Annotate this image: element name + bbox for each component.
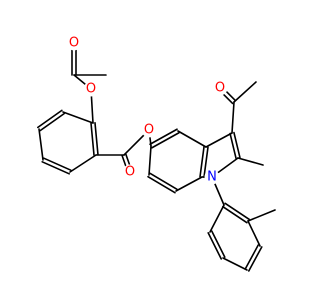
bond-i3-i4 <box>149 172 178 191</box>
bond-t2-me4 <box>247 209 276 222</box>
bond-b6-b1 <box>94 122 99 156</box>
bond-c3-ac2 <box>231 101 235 134</box>
bond-t1-t2 <box>224 202 250 221</box>
atom-background-o2 <box>83 81 99 97</box>
bond-b5-b6 <box>69 154 97 173</box>
bond-t6-t1 <box>209 204 225 233</box>
atom-labels: O O O O O N <box>66 35 228 185</box>
bond-t3-t4 <box>247 246 263 272</box>
bond-b3-b4 <box>38 128 44 161</box>
bond-t4-t5 <box>222 257 248 271</box>
bond-c3-c2 <box>229 132 237 160</box>
bond-b2-b3 <box>39 112 65 132</box>
bond-i1-i2 <box>151 131 180 149</box>
bond-t5-t6 <box>207 232 223 260</box>
bond-b4-b5 <box>43 157 72 171</box>
bond-b1-b2 <box>62 111 94 124</box>
bond-b6-b1 <box>90 122 95 156</box>
atom-background-n1 <box>204 169 220 185</box>
atom-label-o1: O <box>69 36 79 51</box>
bond-t2-t3 <box>247 220 261 247</box>
bond-b2-b3 <box>37 109 63 129</box>
atom-label-o5: O <box>215 81 225 96</box>
atom-background-o1 <box>66 35 82 51</box>
bond-c3-c2 <box>233 131 241 159</box>
atom-label-o2: O <box>86 82 96 97</box>
bond-i1-i2 <box>149 128 178 146</box>
atom-background-o4 <box>141 122 157 138</box>
bond-i6-c3 <box>205 132 233 148</box>
bond-i5-i6 <box>203 146 209 179</box>
atom-label-o3: O <box>125 165 135 180</box>
bond-t1-t2 <box>222 205 248 224</box>
bond-t3-t4 <box>244 244 260 270</box>
bond-i3-i4 <box>147 175 176 194</box>
atom-label-o4: O <box>144 123 154 138</box>
bond-i6-i1 <box>177 130 207 148</box>
molecule-structure: O O O O O N <box>37 35 276 272</box>
bond-i4-i5 <box>175 176 203 192</box>
atom-background-o3 <box>122 164 138 180</box>
bond-ac2-me2 <box>233 81 257 103</box>
bond-c2-me3 <box>237 157 264 166</box>
atom-label-n1: N <box>207 170 217 185</box>
bond-i5-i6 <box>199 145 205 178</box>
bond-i2-i3 <box>148 145 152 176</box>
bond-t5-t6 <box>210 230 226 258</box>
bond-b4-b5 <box>41 161 70 175</box>
atom-background-o5 <box>212 80 228 96</box>
